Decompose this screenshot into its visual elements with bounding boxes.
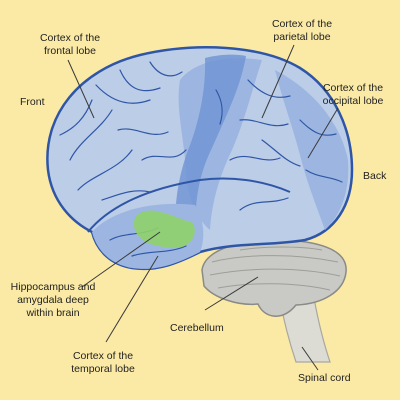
leader-lines bbox=[67, 44, 339, 371]
label-hippocampus-amygdala: Hippocampus and amygdala deep within bra… bbox=[10, 281, 96, 319]
cerebellum-folds bbox=[209, 246, 341, 291]
parietal-region-shading bbox=[178, 58, 262, 231]
label-parietal-lobe: Cortex of the parietal lobe bbox=[271, 18, 333, 43]
label-front: Front bbox=[20, 96, 45, 108]
label-frontal-lobe: Cortex of the frontal lobe bbox=[39, 32, 101, 57]
label-back: Back bbox=[363, 170, 387, 182]
brain-gyri bbox=[59, 61, 343, 257]
label-occipital-lobe: Cortex of the occipital lobe bbox=[322, 82, 384, 107]
lateral-fissure bbox=[87, 177, 291, 233]
cerebellum bbox=[201, 239, 347, 317]
central-sulcus-shading bbox=[175, 54, 246, 234]
occipital-region-shading bbox=[275, 70, 349, 230]
hippocampus-amygdala bbox=[133, 210, 195, 249]
label-spinal-cord: Spinal cord bbox=[298, 372, 351, 384]
spinal-cord bbox=[279, 297, 331, 363]
label-temporal-lobe: Cortex of the temporal lobe bbox=[71, 350, 135, 375]
label-cerebellum: Cerebellum bbox=[170, 322, 224, 334]
